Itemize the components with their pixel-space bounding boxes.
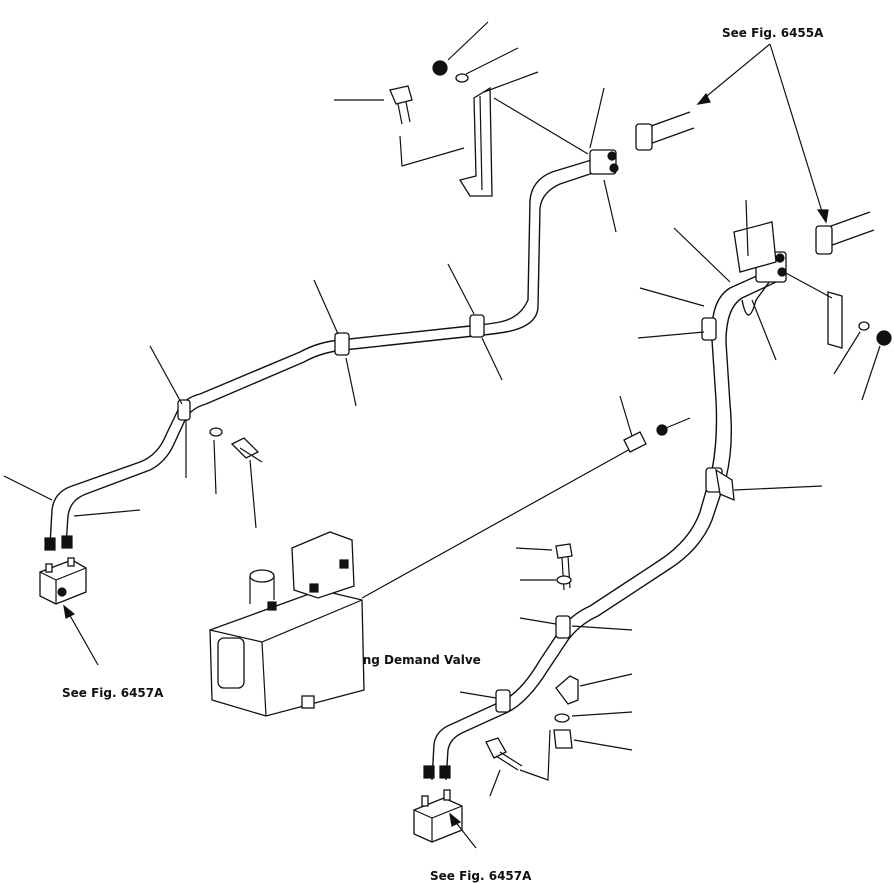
left-clamp-bolt bbox=[209, 427, 263, 463]
bottom-nut bbox=[553, 729, 573, 749]
arrow-top-ref-1 bbox=[696, 92, 711, 105]
bottom-mounting-block bbox=[413, 789, 463, 843]
arrow-left-ref bbox=[63, 604, 76, 619]
lower-bolt-link bbox=[519, 729, 551, 781]
arrow-bottom-ref bbox=[449, 812, 462, 827]
fitting-nut-a bbox=[607, 151, 617, 161]
arrow-top-ref-2 bbox=[816, 209, 829, 224]
left-pipe-nut-2 bbox=[61, 535, 73, 549]
left-pipe-nut-1 bbox=[44, 537, 56, 551]
right-nut bbox=[876, 330, 892, 346]
upper-pipe-stubs bbox=[635, 111, 875, 255]
fitting-nut-b bbox=[609, 163, 619, 173]
steering-demand-valve bbox=[209, 531, 365, 717]
left-mounting-block bbox=[39, 557, 87, 605]
valve-supply-line bbox=[361, 447, 633, 599]
see-fig-6457a-bottom-label: See Fig. 6457A bbox=[430, 869, 532, 883]
lower-bolt bbox=[485, 737, 523, 771]
bolt-to-bracket-line bbox=[399, 135, 465, 167]
leader-top-ref-1 bbox=[701, 43, 771, 101]
right-pipe-assembly bbox=[423, 251, 787, 781]
upper-bolt-head bbox=[389, 85, 413, 105]
pipe-clamp-3 bbox=[469, 314, 485, 338]
see-fig-6457a-left-label: See Fig. 6457A bbox=[62, 686, 164, 700]
bottom-washer-2 bbox=[554, 713, 570, 723]
upper-bracket-group bbox=[389, 60, 493, 197]
left-clamp-washer bbox=[209, 427, 223, 437]
bottom-bolt bbox=[555, 543, 573, 559]
see-fig-6455a-label: See Fig. 6455A bbox=[722, 26, 824, 40]
pipe-clamp-2 bbox=[334, 332, 350, 356]
pipe-clamp-1 bbox=[177, 399, 191, 421]
bottom-clamp-bracket bbox=[555, 675, 579, 705]
bottom-washer-1 bbox=[556, 575, 572, 585]
leader-left-ref bbox=[67, 611, 99, 666]
right-washer bbox=[858, 321, 870, 331]
left-pipe-assembly bbox=[44, 149, 619, 551]
leader-top-ref-2 bbox=[769, 43, 825, 219]
right-clamp-bracket bbox=[715, 468, 735, 502]
tag-plate bbox=[733, 221, 777, 273]
valve-line-fitting bbox=[623, 417, 691, 453]
right-bracket-plate bbox=[827, 291, 892, 349]
upper-washer bbox=[455, 73, 469, 83]
upper-nut bbox=[432, 60, 448, 76]
leader-bottom-ref bbox=[453, 819, 477, 849]
callout-leaders bbox=[3, 21, 881, 797]
bottom-right-hardware bbox=[553, 543, 579, 749]
